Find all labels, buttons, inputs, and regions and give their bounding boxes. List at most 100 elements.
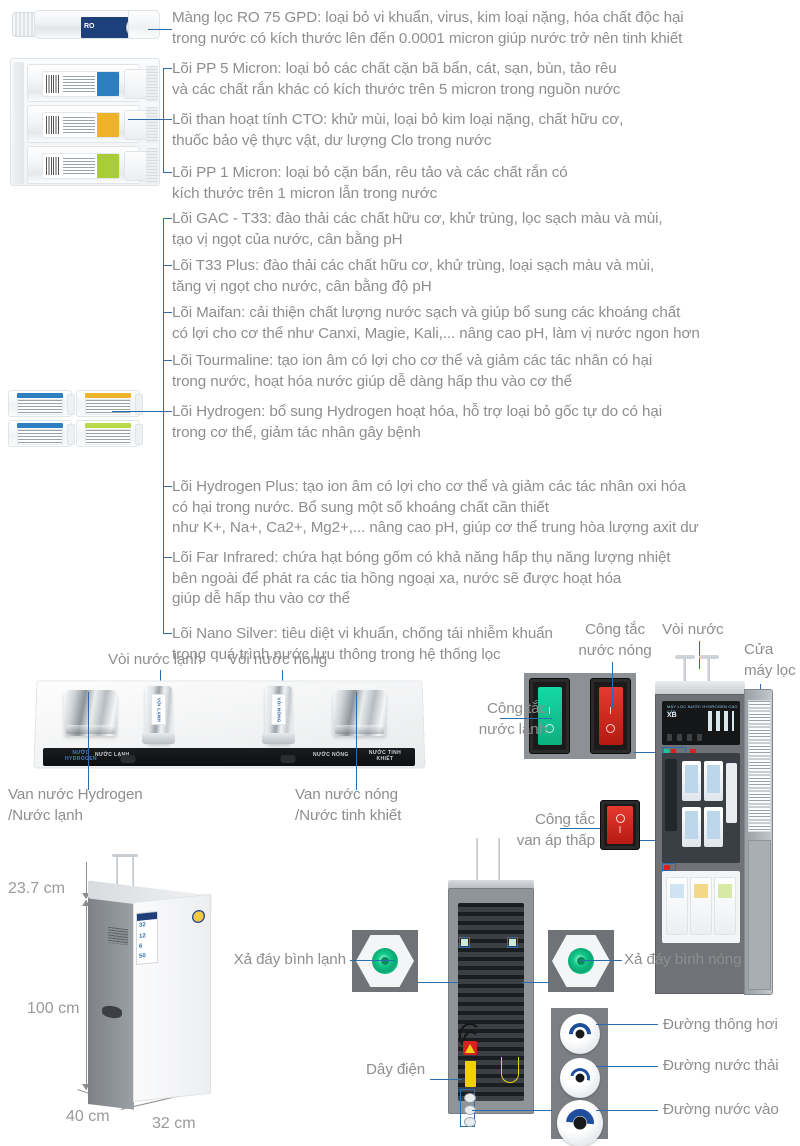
lp-switch-highlight-box bbox=[662, 863, 676, 871]
leader-hot-drain-machine bbox=[522, 982, 550, 984]
spout-hot[interactable]: VÒI NÓNG bbox=[262, 686, 295, 744]
waste-port-icon bbox=[559, 1058, 600, 1098]
leader-hydrogenplus bbox=[163, 486, 172, 488]
annotation-pp-1-micron: Lõi PP 1 Micron: loại bỏ cặn bẩn, rêu tả… bbox=[172, 164, 568, 202]
callout-hot-spout: Vòi nước nóng bbox=[228, 651, 328, 668]
arrow-body-dim bbox=[86, 900, 88, 1090]
rack-rail bbox=[13, 62, 24, 184]
arrow-top-dim bbox=[86, 862, 88, 898]
knob-hot-pure[interactable] bbox=[333, 690, 386, 736]
annotation-hydrogen-plus: Lõi Hydrogen Plus: tạo ion âm có lợi cho… bbox=[172, 478, 699, 536]
spout-cold-label: VÒI LẠNH bbox=[156, 697, 161, 722]
callout-inlet-line: Đường nước vào bbox=[663, 1101, 779, 1118]
callout-waste-line: Đường nước thải bbox=[663, 1057, 779, 1074]
leader-ro bbox=[148, 29, 172, 31]
leader-rack-tap bbox=[128, 119, 163, 121]
filter-cartridge-cto bbox=[27, 105, 158, 143]
leader-hot-drain-text bbox=[580, 960, 622, 962]
leader-cold-drain-text bbox=[350, 960, 394, 962]
callout-hot-switch: Công tắc nước nóng bbox=[578, 621, 652, 659]
callout-vent-line: Đường thông hơi bbox=[663, 1016, 778, 1033]
leader-vent-line bbox=[596, 1024, 658, 1026]
leader-cto bbox=[163, 119, 172, 121]
callout-cold-spout: Vòi nước lạnh bbox=[108, 651, 202, 668]
cold-switch-on-mark: I bbox=[548, 705, 551, 717]
strip-label-hydrogen: NƯỚC HYDROGEN bbox=[64, 750, 98, 762]
annotation-cto: Lõi than hoạt tính CTO: khử mùi, loại bỏ… bbox=[172, 111, 624, 149]
knob-hydrogen-cold[interactable] bbox=[64, 690, 117, 736]
three-stage-filter-rack-image bbox=[10, 58, 160, 186]
leader-t33plus bbox=[163, 265, 172, 267]
leader-hydrogen-valve bbox=[88, 692, 90, 790]
leader-inlet-line bbox=[596, 1110, 658, 1112]
leader-farinfrared bbox=[163, 557, 172, 559]
leader-pp5 bbox=[163, 68, 172, 70]
callout-door: Cửa máy lọc bbox=[744, 641, 796, 679]
leader-maifan bbox=[163, 312, 172, 314]
dimension-height-top: 23.7 cm bbox=[8, 880, 65, 897]
low-pressure-valve-switch[interactable]: I bbox=[600, 800, 640, 850]
annotation-pp-5-micron: Lõi PP 5 Micron: loại bỏ các chất cặn bã… bbox=[172, 60, 621, 98]
touch-icons-right[interactable] bbox=[270, 755, 306, 763]
annotation-ro-membrane: Màng lọc RO 75 GPD: loại bỏ vi khuẩn, vi… bbox=[172, 9, 684, 47]
annotation-t33-plus: Lõi T33 Plus: đào thải các chất hữu cơ, … bbox=[172, 257, 655, 295]
port-photo-strip bbox=[551, 1008, 608, 1146]
spout-hot-label: VÒI NÓNG bbox=[276, 696, 281, 723]
lp-switch-off-mark bbox=[615, 814, 625, 824]
leader-gac bbox=[163, 218, 172, 220]
water-purifier-open-image: MÁY LỌC NƯỚC HYDROGEN CAO CẤP XB bbox=[655, 655, 773, 1001]
machine-display: MÁY LỌC NƯỚC HYDROGEN CAO CẤP XB bbox=[662, 701, 740, 745]
callout-hydrogen-valve: Van nước Hydrogen /Nước lạnh bbox=[8, 786, 143, 824]
callout-faucet: Vòi nước bbox=[662, 621, 724, 638]
panel-label-strip: NƯỚC HYDROGEN NƯỚC LẠNH NƯỚC NÓNG NƯỚC T… bbox=[43, 748, 415, 766]
leader-nanosilver bbox=[163, 633, 172, 635]
machine-brand-logo: XB bbox=[667, 712, 677, 719]
annotation-far-infrared: Lõi Far Infrared: chứa hạt bóng gốm có k… bbox=[172, 549, 671, 607]
lp-switch-on-mark: I bbox=[618, 824, 622, 836]
control-panel-image: VÒI LẠNH VÒI NÓNG NƯỚC HYDROGEN NƯỚC LẠN… bbox=[33, 676, 426, 772]
annotation-nano-silver: Lõi Nano Silver: tiêu diệt vi khuẩn, chố… bbox=[172, 625, 553, 663]
vent-port-icon bbox=[559, 1014, 600, 1054]
annotation-hydrogen: Lõi Hydrogen: bổ sung Hydrogen hoạt hóa,… bbox=[172, 403, 662, 441]
leader-hot-switch bbox=[612, 662, 614, 708]
quad-filter-image bbox=[8, 390, 143, 448]
hot-switch-off-mark bbox=[606, 724, 615, 734]
leader-quad-spine bbox=[163, 218, 165, 633]
annotation-maifan: Lõi Maifan: cải thiện chất lượng nước sạ… bbox=[172, 304, 700, 342]
strip-label-cold: NƯỚC LẠNH bbox=[95, 752, 130, 758]
dimension-width: 40 cm bbox=[66, 1108, 110, 1125]
touch-icons-left[interactable] bbox=[110, 755, 146, 763]
leader-hot-valve bbox=[356, 692, 358, 790]
leader-cold-switch bbox=[500, 718, 552, 720]
leader-lp-switch bbox=[560, 828, 600, 830]
leader-tourmaline bbox=[163, 360, 172, 362]
callout-hot-valve: Van nước nóng /Nước tinh khiết bbox=[295, 786, 402, 824]
inlet-port-icon bbox=[556, 1100, 603, 1146]
leader-rack-spine bbox=[163, 68, 165, 173]
callout-power-cord: Dây điện bbox=[366, 1061, 426, 1078]
machine-door[interactable] bbox=[744, 689, 773, 995]
ro-membrane-image bbox=[12, 8, 160, 42]
annotation-tourmaline: Lõi Tourmaline: tạo ion âm có lợi cho cơ… bbox=[172, 352, 653, 390]
cold-switch-off-mark bbox=[545, 724, 554, 734]
hot-switch-on-mark: I bbox=[609, 705, 612, 717]
callout-low-pressure-switch: Công tắc van áp thấp bbox=[516, 811, 595, 849]
cold-water-switch[interactable]: I bbox=[529, 678, 570, 754]
annotation-gac-t33: Lõi GAC - T33: đào thải các chất hữu cơ,… bbox=[172, 210, 663, 248]
hot-water-switch[interactable]: I bbox=[590, 678, 631, 754]
leader-ports-to-machine bbox=[472, 1110, 552, 1112]
dimension-depth: 32 cm bbox=[152, 1115, 196, 1132]
dimension-height-body: 100 cm bbox=[27, 1000, 80, 1017]
machine-display-title: MÁY LỌC NƯỚC HYDROGEN CAO CẤP bbox=[667, 704, 738, 714]
rear-machine-image bbox=[448, 838, 534, 1127]
leader-cold-drain-machine bbox=[418, 982, 458, 984]
callout-cold-tank-drain: Xả đáy bình lạnh bbox=[233, 951, 347, 968]
leader-pp1 bbox=[163, 172, 172, 174]
spout-cold[interactable]: VÒI LẠNH bbox=[142, 686, 175, 744]
strip-label-hot: NƯỚC NÓNG bbox=[313, 752, 349, 758]
callout-cold-switch: Công tắc nước lạnh bbox=[478, 700, 547, 738]
callout-hot-tank-drain: Xả đáy bình nóng bbox=[624, 951, 742, 968]
door-manual-label bbox=[748, 700, 771, 832]
filter-cartridge-pp5 bbox=[27, 64, 158, 102]
